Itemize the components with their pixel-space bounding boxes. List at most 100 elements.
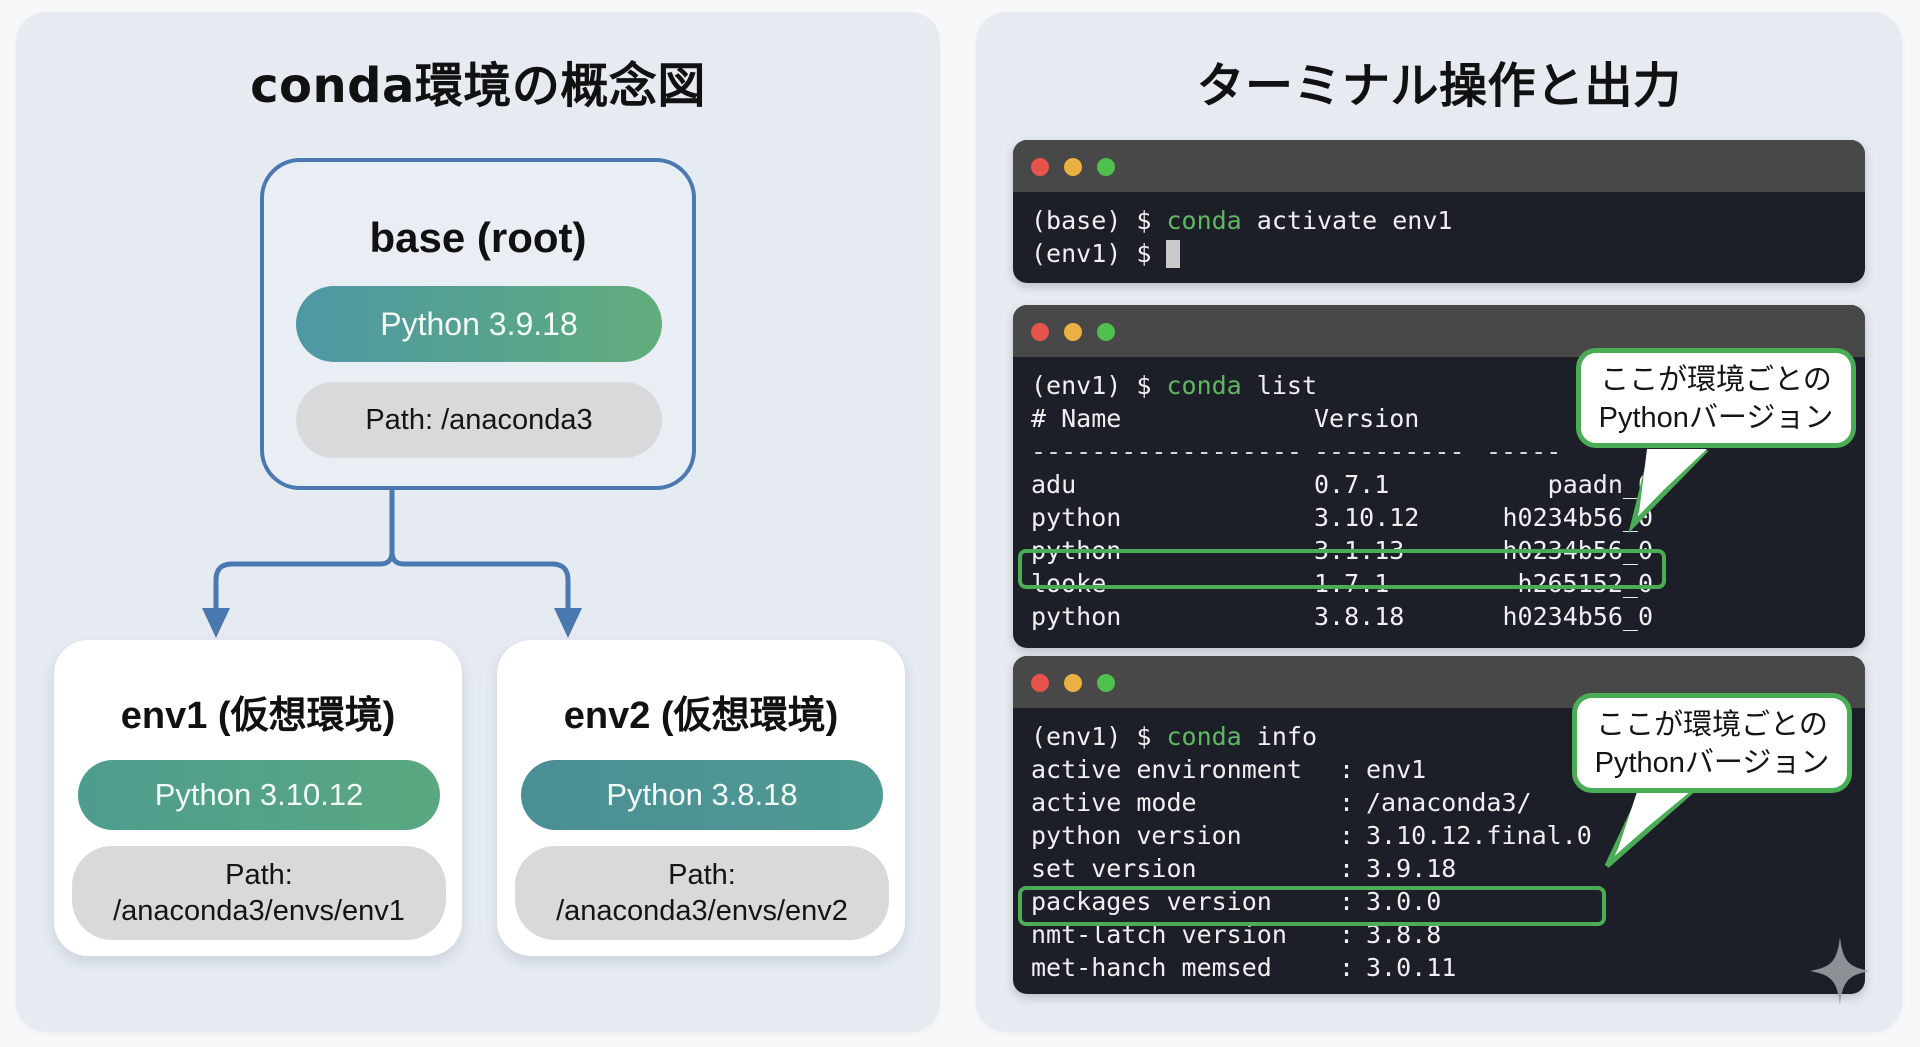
- info-key: python version: [1031, 821, 1242, 850]
- info-row: packages version:3.0.0: [1031, 885, 1847, 918]
- cursor-block-icon: [1166, 240, 1181, 268]
- concept-diagram-title: conda環境の概念図: [250, 58, 706, 114]
- arrow-down-icon: [202, 608, 230, 638]
- package-build: h0234b56_0: [1502, 602, 1653, 631]
- info-separator: :: [1339, 887, 1355, 916]
- connector-trunk: [213, 490, 395, 612]
- env1-path: Path: /anaconda3/envs/env1: [72, 846, 446, 940]
- command-keyword: conda: [1166, 206, 1242, 235]
- close-dot-icon[interactable]: [1031, 158, 1049, 176]
- divider-build: -----: [1486, 437, 1562, 466]
- terminal-line: (env1) $ conda info: [1031, 720, 1847, 753]
- base-environment-box: base (root) Python 3.9.18 Path: /anacond…: [260, 158, 696, 490]
- package-name: python: [1031, 503, 1122, 532]
- terminal-activate-window: (base) $ conda activate env1 (env1) $: [1013, 140, 1865, 283]
- package-build: h0234b56_0: [1502, 503, 1653, 532]
- callout-line-1: ここが環境ごとの: [1600, 364, 1832, 396]
- package-version: 3.10.12: [1314, 503, 1420, 532]
- env2-path-value: /anaconda3/envs/env2: [556, 895, 848, 927]
- env2-title: env2 (仮想環境): [563, 695, 839, 737]
- header-name: # Name: [1031, 404, 1122, 433]
- info-key: set version: [1031, 854, 1197, 883]
- minimize-dot-icon[interactable]: [1064, 323, 1082, 341]
- terminal-title-bar: [1013, 140, 1865, 192]
- callout-line-2: Pythonバージョン: [1598, 402, 1834, 434]
- header-version: Version: [1314, 404, 1420, 433]
- command-args: activate env1: [1241, 206, 1453, 235]
- connector-branch-right: [389, 551, 571, 612]
- close-dot-icon[interactable]: [1031, 674, 1049, 692]
- prompt: (env1) $: [1031, 722, 1167, 751]
- terminal-body[interactable]: (base) $ conda activate env1 (env1) $: [1013, 192, 1865, 282]
- package-version: 0.7.1: [1314, 470, 1390, 499]
- package-row: adu 0.7.1 paadn_0: [1031, 468, 1847, 501]
- info-separator: :: [1339, 788, 1355, 817]
- info-separator: :: [1339, 953, 1355, 982]
- env1-path-value: /anaconda3/envs/env1: [113, 895, 405, 927]
- list-divider: ------------------ ---------- -----: [1031, 435, 1847, 468]
- env2-box: env2 (仮想環境) Python 3.8.18 Path: /anacond…: [497, 640, 905, 956]
- concept-diagram-panel: conda環境の概念図 base (root) Python 3.9.18 Pa…: [16, 12, 940, 1032]
- package-name: adu: [1031, 470, 1077, 499]
- base-title: base (root): [369, 214, 587, 261]
- info-key: met-hanch memsed: [1031, 953, 1272, 982]
- command-keyword: conda: [1166, 371, 1242, 400]
- divider-name: ------------------: [1031, 437, 1302, 466]
- info-value: 3.0.11: [1366, 953, 1457, 982]
- terminal-title-bar: [1013, 305, 1865, 357]
- package-build: paadn_0: [1547, 470, 1653, 499]
- info-row: met-hanch memsed:3.0.11: [1031, 951, 1847, 984]
- env1-python-version: Python 3.10.12: [78, 760, 440, 830]
- minimize-dot-icon[interactable]: [1064, 674, 1082, 692]
- info-value: env1: [1366, 755, 1427, 784]
- package-row: python 3.8.18 h0234b56_0: [1031, 600, 1847, 633]
- package-version: 1.7.1: [1314, 569, 1390, 598]
- maximize-dot-icon[interactable]: [1097, 323, 1115, 341]
- python-version-callout: ここが環境ごとの Pythonバージョン: [1576, 348, 1856, 448]
- env2-path-label: Path:: [668, 859, 736, 891]
- terminal-body[interactable]: (env1) $ conda info active environment:e…: [1013, 708, 1865, 994]
- info-key: packages version: [1031, 887, 1272, 916]
- prompt: (env1) $: [1031, 371, 1167, 400]
- info-row: active mode:/anaconda3/: [1031, 786, 1847, 819]
- base-python-version: Python 3.9.18: [296, 286, 662, 362]
- arrow-down-icon: [554, 608, 582, 638]
- info-separator: :: [1339, 854, 1355, 883]
- callout-line-2: Pythonバージョン: [1594, 747, 1830, 779]
- info-value: /anaconda3/: [1366, 788, 1532, 817]
- package-version: 3.8.18: [1314, 602, 1405, 631]
- info-value: 3.10.12.final.0: [1366, 821, 1592, 850]
- command-keyword: conda: [1166, 722, 1242, 751]
- terminal-body[interactable]: (env1) $ conda list # Name Version -----…: [1013, 357, 1865, 645]
- python-version-callout: ここが環境ごとの Pythonバージョン: [1572, 693, 1852, 793]
- terminal-line: (base) $ conda activate env1: [1031, 204, 1847, 237]
- package-build: h265152_0: [1517, 569, 1653, 598]
- sparkle-icon: [1810, 937, 1870, 1005]
- divider-version: ----------: [1314, 437, 1465, 466]
- info-separator: :: [1339, 821, 1355, 850]
- list-header: # Name Version: [1031, 402, 1847, 435]
- close-dot-icon[interactable]: [1031, 323, 1049, 341]
- info-value: 3.9.18: [1366, 854, 1457, 883]
- terminal-info-window: (env1) $ conda info active environment:e…: [1013, 656, 1865, 994]
- callout-tail: [1604, 786, 1700, 868]
- info-row: set version:3.9.18: [1031, 852, 1847, 885]
- python-version-highlight: [1018, 549, 1666, 589]
- minimize-dot-icon[interactable]: [1064, 158, 1082, 176]
- base-path: Path: /anaconda3: [296, 382, 662, 458]
- maximize-dot-icon[interactable]: [1097, 674, 1115, 692]
- maximize-dot-icon[interactable]: [1097, 158, 1115, 176]
- info-separator: :: [1339, 755, 1355, 784]
- info-row: active environment:env1: [1031, 753, 1847, 786]
- callout-tail: [1628, 449, 1709, 534]
- env1-path-label: Path:: [225, 859, 293, 891]
- env2-python-version: Python 3.8.18: [521, 760, 883, 830]
- python-version-highlight: [1018, 886, 1606, 926]
- info-separator: :: [1339, 920, 1355, 949]
- env1-title: env1 (仮想環境): [120, 695, 396, 737]
- package-name: python: [1031, 602, 1122, 631]
- env2-path: Path: /anaconda3/envs/env2: [515, 846, 889, 940]
- package-row: python 3.10.12 h0234b56_0: [1031, 501, 1847, 534]
